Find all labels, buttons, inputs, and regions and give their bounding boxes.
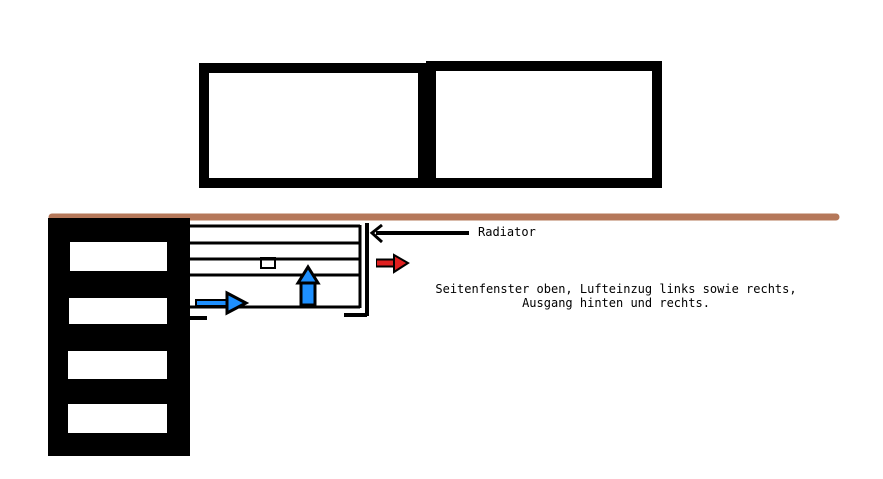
radiator-pointer bbox=[369, 223, 469, 244]
radiator-block bbox=[190, 223, 369, 320]
note-line-1: Seitenfenster oben, Lufteinzug links sow… bbox=[435, 282, 796, 296]
tower-slot-1 bbox=[70, 242, 167, 271]
top-windows bbox=[199, 61, 662, 188]
tower-slot-4 bbox=[68, 404, 167, 433]
note-line-2: Ausgang hinten und rechts. bbox=[522, 296, 710, 310]
intake-arrow-up bbox=[295, 264, 321, 307]
top-window-left bbox=[199, 63, 428, 188]
radiator-fitting bbox=[260, 257, 276, 269]
top-window-right bbox=[426, 61, 662, 188]
tower-slot-3 bbox=[68, 351, 167, 379]
tower-case bbox=[48, 218, 190, 456]
radiator-label: Radiator bbox=[478, 225, 536, 239]
exhaust-arrow-right bbox=[376, 253, 410, 274]
intake-arrow-left bbox=[195, 290, 250, 316]
tower-slot-2 bbox=[69, 298, 167, 324]
